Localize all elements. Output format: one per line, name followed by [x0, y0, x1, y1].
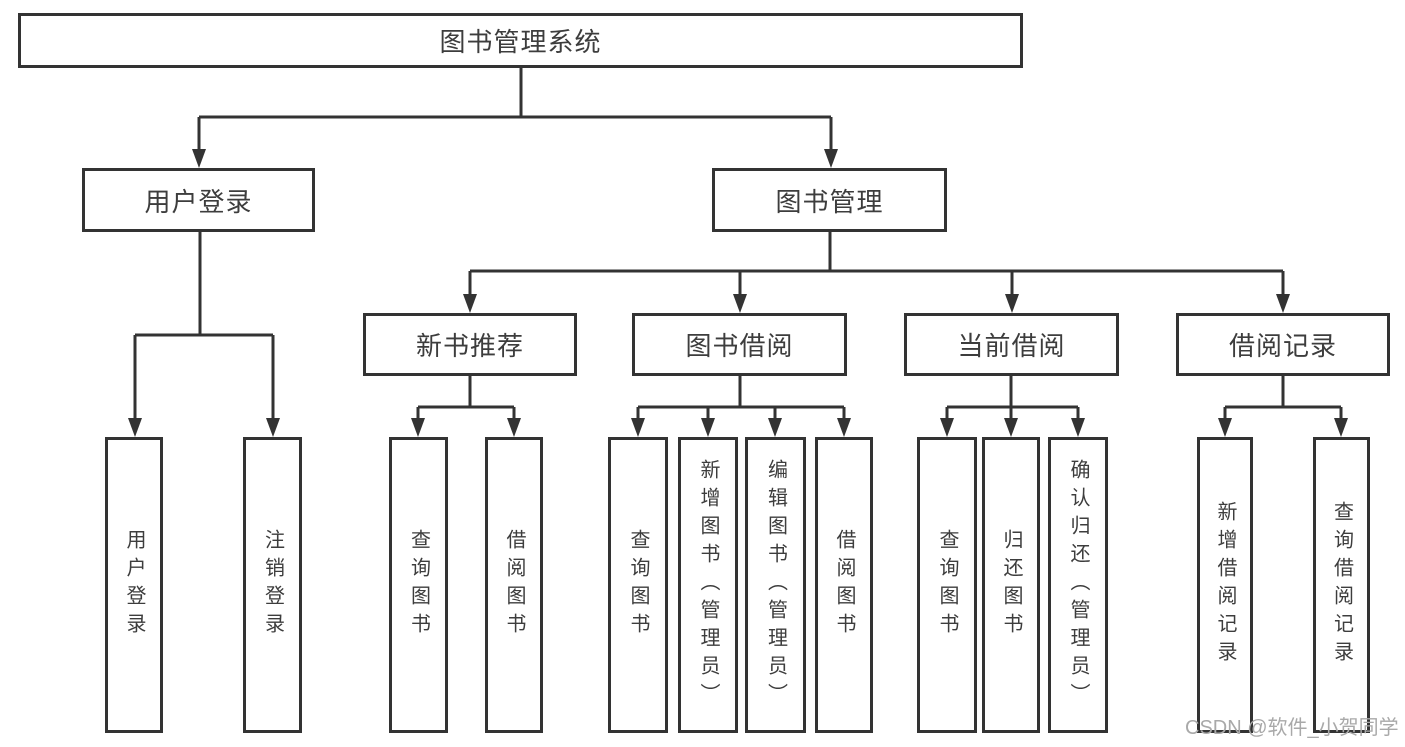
node-current-return-book-label: 归还图书: [1000, 529, 1022, 641]
node-book-management: 图书管理: [712, 168, 947, 232]
node-login: 用户登录: [105, 437, 163, 733]
node-user-login-label: 用户登录: [144, 186, 253, 217]
node-recommend-query-book-label: 查询图书: [407, 529, 430, 641]
node-new-book-recommend-label: 新书推荐: [415, 331, 524, 361]
node-current-borrow: 当前借阅: [904, 313, 1119, 376]
node-logout-label: 注销登录: [261, 529, 284, 641]
node-recommend-query-book: 查询图书: [389, 437, 448, 733]
node-borrow-edit-book-admin: 编辑图书（管理员）: [745, 437, 806, 733]
node-recommend-borrow-book-label: 借阅图书: [503, 529, 525, 641]
node-book-management-label: 图书管理: [775, 186, 884, 217]
node-borrow-borrow-book-label: 借阅图书: [833, 529, 855, 641]
node-borrow-query-book: 查询图书: [608, 437, 668, 733]
node-borrow-edit-book-admin-label: 编辑图书（管理员）: [764, 459, 787, 711]
node-records-query-record: 查询借阅记录: [1313, 437, 1370, 733]
node-new-book-recommend: 新书推荐: [363, 313, 577, 376]
node-current-return-book: 归还图书: [982, 437, 1040, 733]
csdn-watermark: CSDN @软件_小贺同学: [1185, 717, 1399, 739]
node-borrow-borrow-book: 借阅图书: [815, 437, 873, 733]
node-current-query-book: 查询图书: [917, 437, 977, 733]
node-recommend-borrow-book: 借阅图书: [485, 437, 543, 733]
node-borrow-query-book-label: 查询图书: [627, 529, 649, 641]
node-user-login: 用户登录: [82, 168, 315, 232]
node-system-root-label: 图书管理系统: [439, 27, 602, 57]
node-borrow-records-label: 借阅记录: [1228, 331, 1337, 361]
node-borrow-add-book-admin-label: 新增图书（管理员）: [697, 459, 719, 711]
node-book-borrow-label: 图书借阅: [685, 331, 794, 361]
node-book-borrow: 图书借阅: [632, 313, 847, 376]
node-borrow-add-book-admin: 新增图书（管理员）: [678, 437, 738, 733]
node-current-query-book-label: 查询图书: [936, 529, 958, 641]
node-records-query-record-label: 查询借阅记录: [1330, 501, 1353, 669]
node-logout: 注销登录: [243, 437, 302, 733]
node-login-label: 用户登录: [123, 529, 145, 641]
node-records-add-record: 新增借阅记录: [1197, 437, 1253, 733]
node-current-borrow-label: 当前借阅: [957, 331, 1066, 361]
node-borrow-records: 借阅记录: [1176, 313, 1390, 376]
node-records-add-record-label: 新增借阅记录: [1214, 501, 1236, 669]
node-current-confirm-return-admin-label: 确认归还（管理员）: [1067, 459, 1089, 711]
node-current-confirm-return-admin: 确认归还（管理员）: [1048, 437, 1108, 733]
node-system-root: 图书管理系统: [18, 13, 1023, 68]
